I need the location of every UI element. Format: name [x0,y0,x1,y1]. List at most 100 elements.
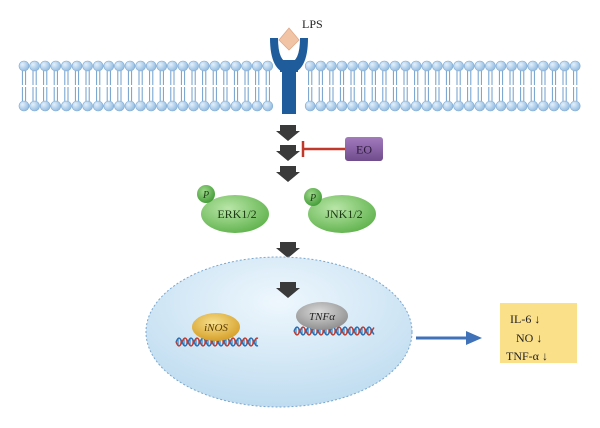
lipid-head [527,60,539,72]
lipid-head [220,60,231,72]
output-il6: IL-6 ↓ [510,312,540,326]
lps-ligand [278,27,300,51]
lipid-head [442,100,454,112]
dna-strand-tnf [293,326,375,336]
lipid-head [304,100,316,112]
output-no: NO ↓ [516,331,542,345]
lipid-head [379,60,390,72]
jnk-phospho-label: P [309,193,316,204]
lipid-head [315,60,327,72]
erk-label: ERK1/2 [217,207,256,221]
lipid-head [29,60,40,72]
lipid-head [103,60,115,72]
lipid-head [167,60,178,72]
lipid-head [71,60,83,72]
lipid-head [304,60,316,72]
lipid-head [421,60,433,72]
lipid-head [559,60,570,72]
jnk-label: JNK1/2 [325,207,362,221]
lipid-head [145,100,157,112]
lipid-head [124,60,136,72]
inos-label: iNOS [204,322,228,334]
lipid-head [559,100,570,112]
lipid-head [315,100,327,112]
lipid-head [262,60,274,72]
lipid-head [495,100,507,112]
lipid-head [230,100,242,112]
lipid-head [230,60,242,72]
lipid-head [177,60,189,72]
dna-backbone [175,337,259,347]
lipid-head [156,60,168,72]
lipid-head [326,60,337,72]
lipid-head [209,60,221,72]
lipid-head [410,100,422,112]
lipid-head [188,60,199,72]
lipid-head [50,100,62,112]
lipid-head [145,60,157,72]
lipid-head [432,60,443,72]
lipid-head [368,60,380,72]
lipid-head [251,100,263,112]
cell-membrane [18,60,581,112]
gene-tnf: TNFα [296,302,348,330]
lipid-head [241,100,252,112]
eo-label: EO [356,143,372,157]
lipid-head [135,100,146,112]
lipid-head [61,60,72,72]
lipid-head [495,60,507,72]
lipid-head [336,100,348,112]
lipid-head [538,60,549,72]
lipid-head [177,100,189,112]
lipid-head [50,60,62,72]
lipid-head [114,100,125,112]
lipid-head [29,100,40,112]
lipid-head [432,100,443,112]
lipid-head [92,100,104,112]
lipid-head [336,60,348,72]
lipid-head [82,60,93,72]
eo-inhibitor: EO [301,137,383,161]
lipid-head [241,60,252,72]
output-arrow [416,331,482,345]
lipid-head [198,100,210,112]
lipid-head [453,60,464,72]
lipid-head [442,60,454,72]
lipid-head [485,100,496,112]
lipid-head [103,100,115,112]
lipid-head [538,100,549,112]
lipid-head [474,100,486,112]
lipid-head [389,100,401,112]
output-tnf: TNF-α ↓ [506,349,548,363]
lipid-head [39,60,51,72]
lipid-head [198,60,210,72]
lipid-head [82,100,93,112]
lipid-head [262,100,274,112]
tnf-label: TNFα [309,311,335,323]
dna-strand-inos [175,337,259,347]
lipid-head [569,100,581,112]
signal-arrows-upper [276,125,300,182]
lipid-head [18,100,30,112]
lipid-head [379,100,390,112]
lipid-head [548,100,560,112]
lipid-head [506,60,517,72]
lipid-head [167,100,178,112]
lipid-head [135,60,146,72]
kinase-jnk: P JNK1/2 [304,188,376,233]
lipid-head [516,60,528,72]
lipid-head [92,60,104,72]
lipid-head [61,100,72,112]
lipid-head [400,60,411,72]
lps-label: LPS [302,17,323,31]
lipid-head [18,60,30,72]
lipid-head [527,100,539,112]
kinase-erk: P ERK1/2 [197,185,269,233]
lipid-head [421,100,433,112]
lipid-head [474,60,486,72]
lipid-head [357,60,369,72]
cytokine-output-box: IL-6 ↓ NO ↓ TNF-α ↓ [500,303,577,363]
lipid-head [453,100,464,112]
lipid-head [506,100,517,112]
lipid-head [209,100,221,112]
